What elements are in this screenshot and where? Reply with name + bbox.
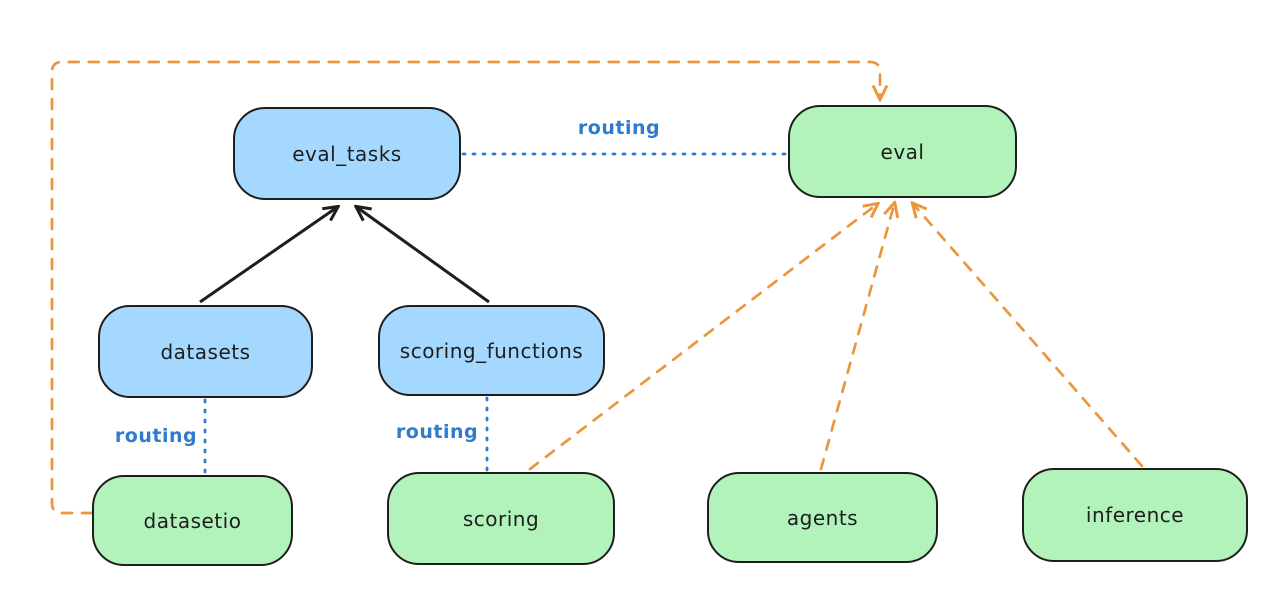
node-agents: agents: [707, 472, 938, 563]
edge-label-routing-datasets: routing: [114, 425, 198, 447]
edge-label-routing-top: routing: [577, 117, 661, 139]
node-scoring-functions: scoring_functions: [378, 305, 605, 396]
node-datasetio: datasetio: [92, 475, 293, 566]
edge-datasets-evaltasks: [199, 208, 336, 304]
node-label: scoring_functions: [399, 338, 584, 363]
node-label: agents: [786, 505, 859, 530]
edge-agents-eval: [819, 205, 894, 471]
node-eval: eval: [788, 105, 1017, 198]
node-eval-tasks: eval_tasks: [233, 107, 461, 200]
node-label: datasets: [160, 339, 251, 364]
node-datasets: datasets: [98, 305, 313, 398]
node-label: datasetio: [143, 508, 242, 533]
node-label: inference: [1085, 503, 1185, 527]
edge-inference-eval: [914, 205, 1144, 468]
edge-scoring-eval: [528, 205, 876, 471]
node-label: scoring: [462, 506, 540, 531]
node-scoring: scoring: [387, 472, 615, 565]
node-label: eval_tasks: [292, 141, 402, 166]
node-inference: inference: [1022, 468, 1248, 562]
node-label: eval: [880, 139, 925, 164]
edge-datasetio-eval: [50, 60, 880, 515]
edge-label-routing-scoring: routing: [395, 421, 479, 443]
edge-scoringfunctions-evaltasks: [358, 208, 490, 304]
